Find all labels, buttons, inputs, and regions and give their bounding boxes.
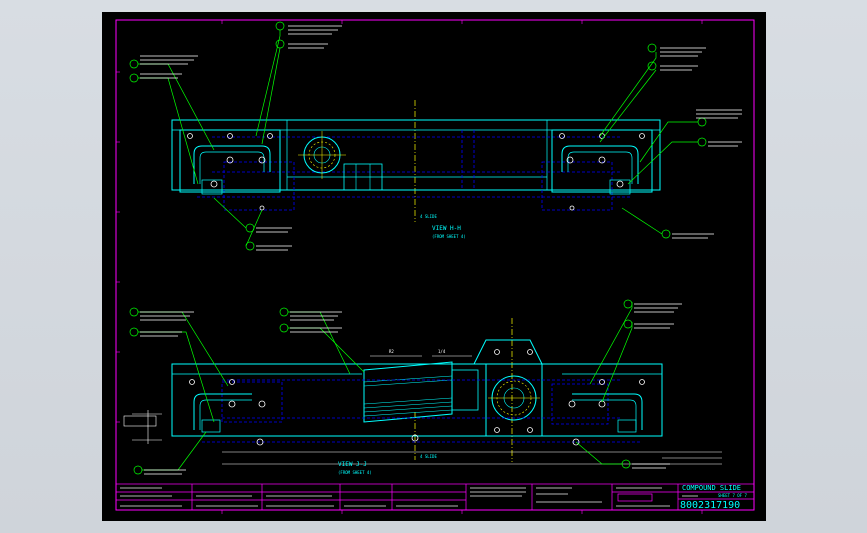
view-h-h-label: VIEW H-H	[432, 225, 461, 232]
bottom-zone-ticks	[221, 510, 703, 514]
dim-left-label: R2	[389, 349, 394, 354]
zone-ticks	[116, 20, 703, 423]
title-block-note-blocks	[120, 487, 698, 507]
view-j-j-sublabel: (FROM SHEET 4)	[338, 470, 372, 475]
sheet-number: SHEET 7 OF 7	[718, 493, 747, 498]
drawing-title: COMPOUND SLIDE	[682, 484, 741, 492]
callout-note-blocks	[140, 25, 742, 475]
view-h-h-sublabel: (FROM SHEET 4)	[432, 234, 466, 239]
title-block	[115, 483, 755, 511]
title-block-logo-box	[617, 493, 653, 502]
view-h-h-slide-note: 4 SLIDE	[420, 214, 437, 219]
drawing-canvas: VIEW H-H (FROM SHEET 4) 4 SLIDE	[115, 19, 755, 514]
dim-right-label: 1/4	[438, 349, 446, 354]
drawing-number: 8002317190	[680, 500, 740, 511]
view-j-j-label: VIEW J-J	[338, 461, 367, 468]
drawing-sheet[interactable]: VIEW H-H (FROM SHEET 4) 4 SLIDE	[102, 12, 766, 521]
view-j-j-slide-note: 4 SLIDE	[420, 454, 437, 459]
view-j-j: R2 1/4 VIEW J-J (FROM SHEET 4) 4 SLIDE	[123, 318, 722, 475]
view-h-h: VIEW H-H (FROM SHEET 4) 4 SLIDE	[171, 100, 661, 239]
callout-bubbles	[129, 21, 707, 475]
